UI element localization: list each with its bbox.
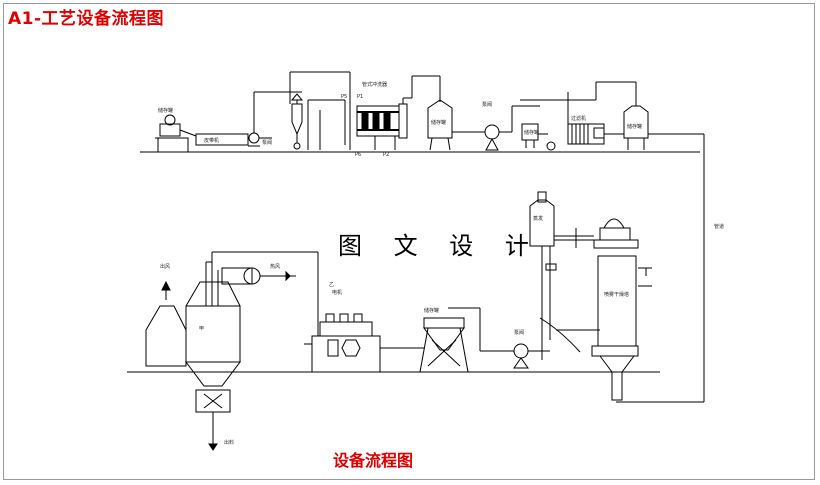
pump3-label: 泵阀: [514, 329, 524, 336]
evaporator-column: 蒸发: [529, 191, 600, 360]
filter-label: 过滤机: [571, 115, 586, 122]
pump-2: 泵阀: [452, 101, 540, 151]
evaporator-label: 蒸发: [533, 215, 543, 222]
small-tank-label: 储存罐: [524, 129, 539, 136]
right-storage-tank: 储存罐: [520, 81, 704, 150]
drying-tower: 甲 热风 出料: [185, 251, 319, 451]
valve-p5-label: P5: [341, 94, 347, 100]
product-label: 出料: [224, 439, 234, 446]
mixer-label: 电机: [332, 289, 342, 296]
pump-3: 泵阀: [448, 307, 550, 369]
small-tank: 储存罐: [521, 123, 556, 151]
pump2-label: 泵阀: [482, 101, 492, 108]
mixer-unit: 电机: [304, 264, 424, 373]
spray-dryer: 喷雾干燥塔: [591, 218, 652, 401]
valve-p2-label: P2: [383, 152, 389, 158]
top-left-tank: 储存罐: [155, 107, 189, 153]
hot-air-label: 热风: [270, 263, 280, 270]
pump-1: 泵阀: [248, 91, 302, 147]
filter-press: 过滤机: [567, 92, 624, 145]
exhaust-label: 出风: [160, 263, 170, 270]
tube-washer: 管式冲洗器: [356, 75, 441, 150]
belt-label: 皮带机: [204, 137, 219, 144]
store-tank2-label: 储存罐: [424, 307, 439, 314]
tower-label-unit1: 甲: [199, 326, 204, 332]
valve-p1-label: P1: [357, 94, 363, 100]
washer-label: 管式冲洗器: [362, 81, 387, 88]
mid-storage-tank: 储存罐: [427, 99, 453, 151]
exhaust-cyclone: 出风: [145, 263, 187, 367]
bottom-caption: 设备流程图: [333, 451, 414, 470]
pump1-label: 泵阀: [262, 139, 272, 146]
tower-label-unit2: 乙: [329, 281, 334, 288]
store-tank-2: 储存罐: [419, 307, 469, 373]
page-title: A1-工艺设备流程图: [8, 9, 165, 29]
diagram-frame: [3, 3, 815, 480]
belt-conveyor: 皮带机: [179, 129, 249, 146]
spray-dryer-label: 喷雾干燥塔: [604, 291, 629, 298]
tank-mid-label: 储存罐: [431, 119, 446, 126]
tank-right-label: 储存罐: [627, 123, 642, 130]
pipe-right-label: 管道: [714, 223, 724, 230]
separator: [289, 71, 350, 150]
center-watermark: 图 文 设 计: [338, 232, 541, 260]
valve-p6-label: P6: [355, 152, 361, 158]
tank-top-left-label: 储存罐: [158, 107, 173, 114]
right-return-pipe: 管道: [616, 134, 724, 403]
